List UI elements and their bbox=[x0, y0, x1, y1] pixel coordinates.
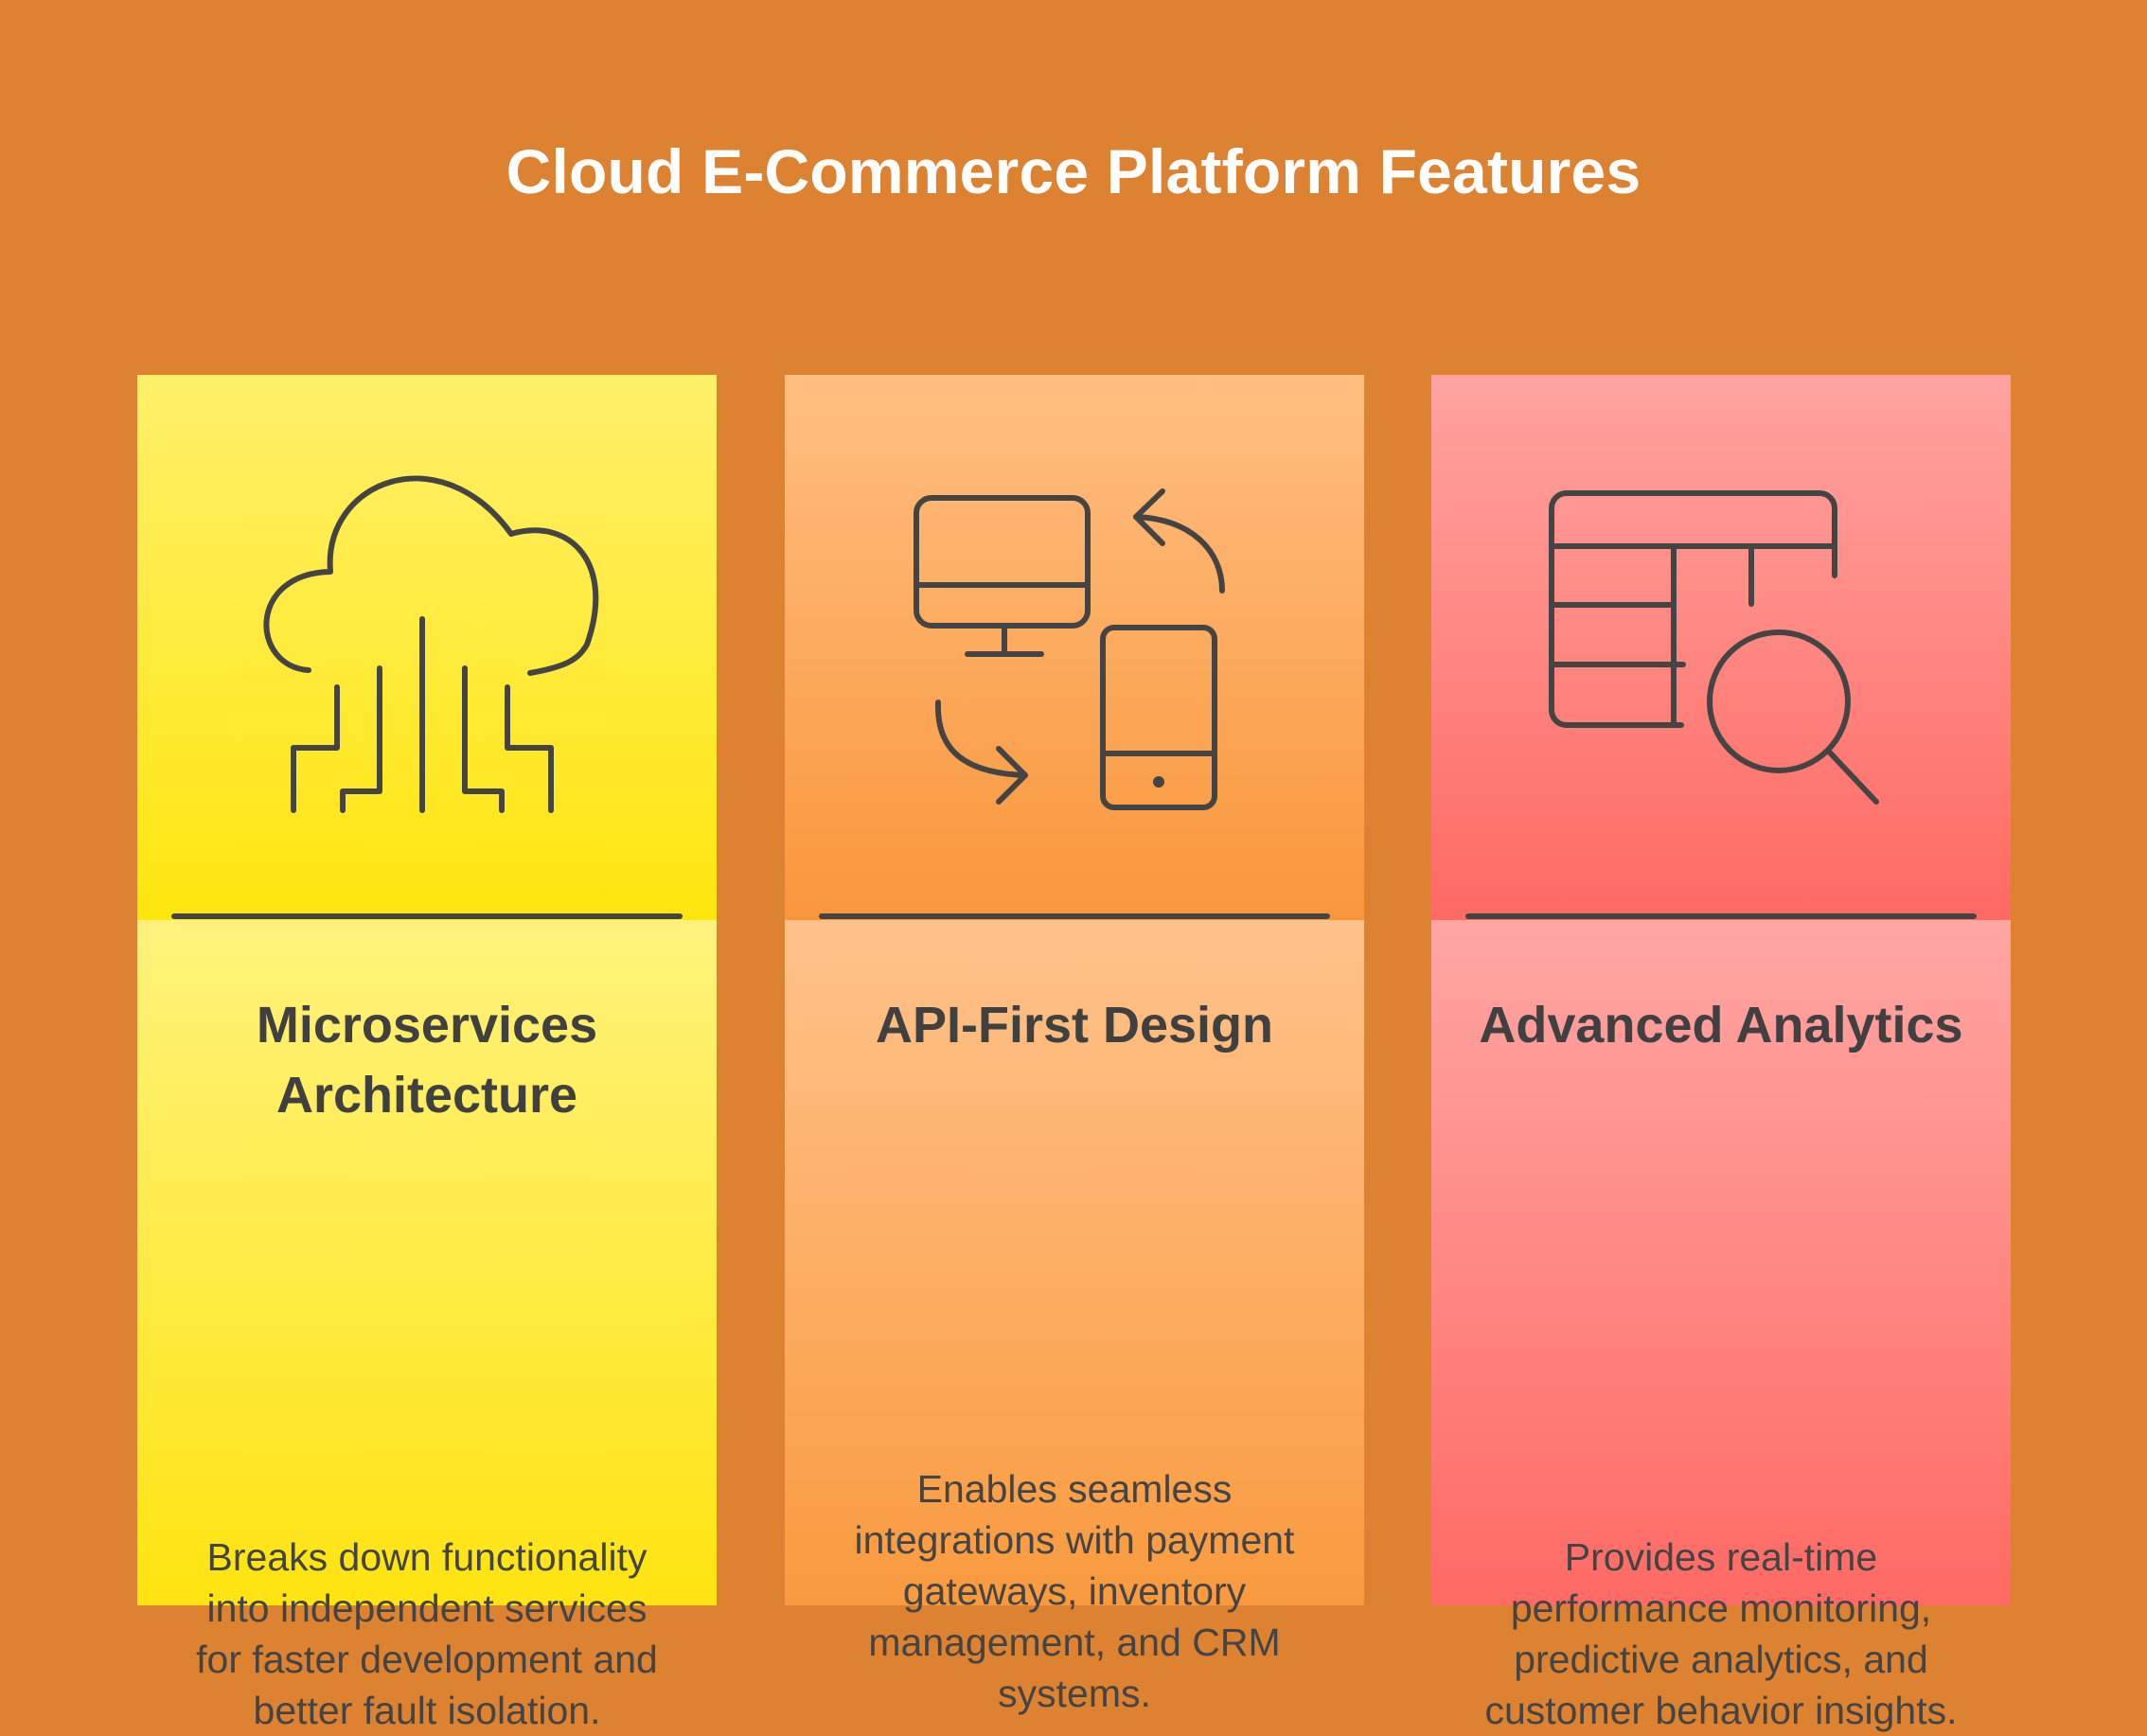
card-icon-panel bbox=[1431, 375, 2011, 920]
card-text-panel bbox=[785, 920, 1364, 1605]
card-description: Enables seamless integrations with payme… bbox=[854, 1467, 1295, 1715]
card-divider bbox=[171, 913, 683, 919]
feature-card-api-first: API-First Design Enables seamless integr… bbox=[785, 375, 1364, 1715]
card-icon-panel bbox=[137, 375, 717, 920]
table-search-icon bbox=[1549, 490, 1879, 805]
feature-card-analytics: Advanced Analytics Provides real-time pe… bbox=[1431, 375, 2011, 1732]
card-divider bbox=[819, 913, 1330, 919]
cloud-circuit-icon bbox=[263, 475, 599, 813]
card-heading: API-First Design bbox=[875, 997, 1274, 1054]
card-heading: Advanced Analytics bbox=[1479, 997, 1963, 1054]
card-text-panel bbox=[1431, 920, 2011, 1605]
card-text-panel bbox=[137, 920, 717, 1605]
page-title: Cloud E-Commerce Platform Features bbox=[506, 136, 1641, 206]
feature-card-microservices: Microservices Architecture Breaks down f… bbox=[137, 375, 717, 1732]
card-heading: Microservices Architecture bbox=[256, 997, 598, 1124]
card-description: Provides real-time performance monitorin… bbox=[1484, 1535, 1958, 1732]
device-sync-icon bbox=[914, 488, 1225, 810]
card-divider bbox=[1465, 913, 1977, 919]
card-icon-panel bbox=[785, 375, 1364, 920]
card-description: Breaks down functionality into independe… bbox=[196, 1535, 658, 1732]
